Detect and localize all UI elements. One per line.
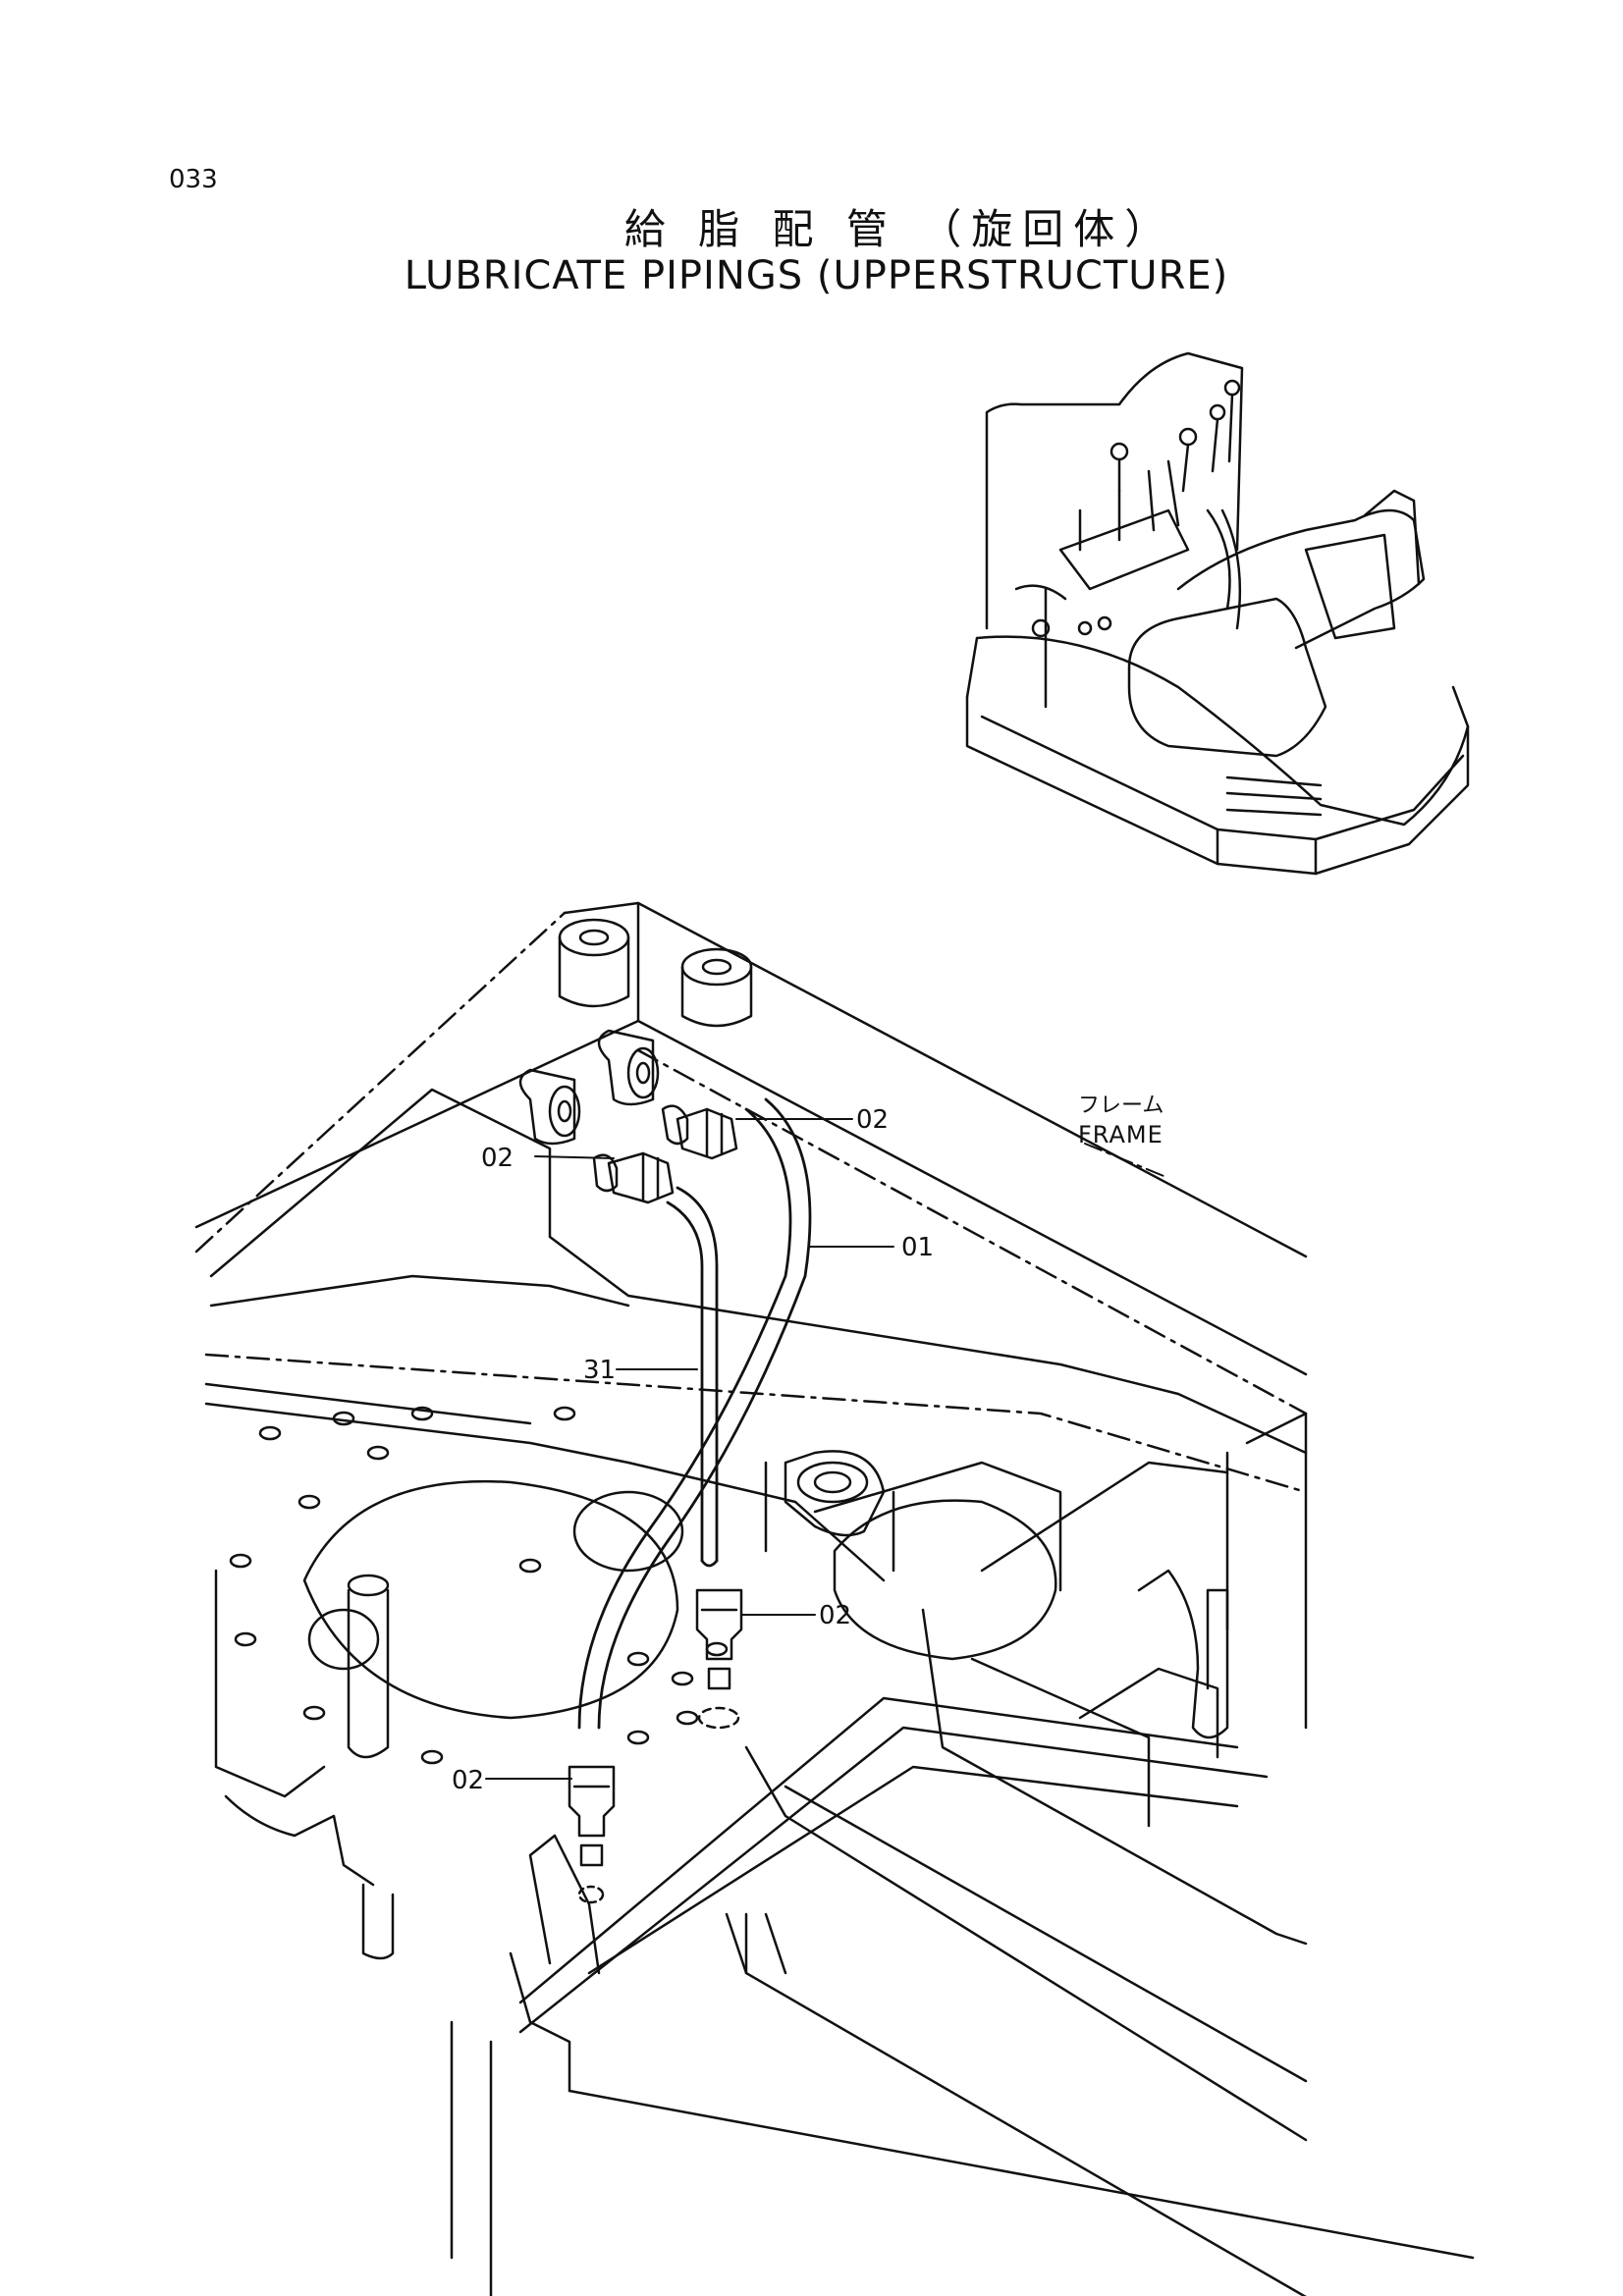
grease-bosses <box>518 918 886 1537</box>
upperstructure-frame <box>194 901 1475 2296</box>
excavator-cab-overview-icon <box>965 351 1470 876</box>
frame-label-japanese: フレーム <box>1078 1094 1164 1118</box>
frame-label-english: FRAME <box>1078 1121 1163 1148</box>
callout-label: 31 <box>583 1356 616 1385</box>
callout-label: 02 <box>452 1766 484 1795</box>
callout-label: 02 <box>856 1105 889 1135</box>
page-number: 033 <box>169 165 218 194</box>
turntable-bearing-holes <box>229 1406 1057 1765</box>
lubrication-hoses <box>577 1097 812 1730</box>
callout-label: 02 <box>819 1601 851 1630</box>
title-japanese: 給 脂 配 管 （旋回体） <box>623 205 1176 253</box>
hose-fittings <box>568 1104 743 1904</box>
leader-lines <box>485 1118 1169 1780</box>
title-english: LUBRICATE PIPINGS (UPPERSTRUCTURE) <box>404 253 1229 298</box>
callout-label: 01 <box>901 1233 934 1262</box>
callout-label: 02 <box>481 1144 514 1173</box>
